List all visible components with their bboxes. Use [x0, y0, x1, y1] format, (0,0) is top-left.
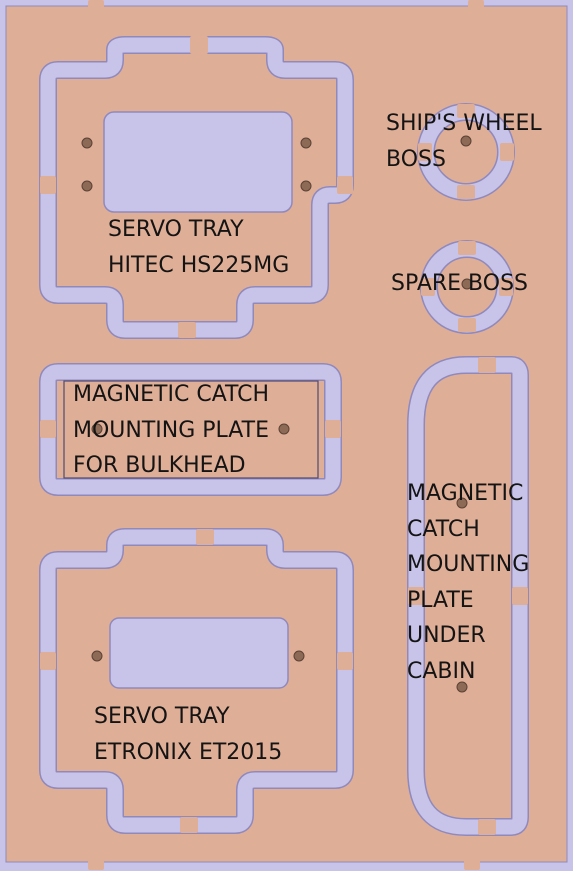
sheet-tab-top-2	[468, 0, 484, 12]
catch-plate-cabin-tab-left	[408, 587, 424, 605]
sheet-tab-top-1	[88, 0, 104, 12]
catch-plate-bulkhead-inner-line	[63, 380, 319, 479]
servo-tray-2-tab-top	[196, 529, 214, 545]
servo-tray-1-cutout	[103, 111, 293, 213]
spare-boss-tab-right	[499, 278, 513, 296]
servo-tray-2-tab-bottom	[180, 817, 198, 833]
ships-wheel-boss-line1: SHIP'S WHEEL	[386, 111, 542, 136]
catch-plate-bulkhead-hole-1	[91, 423, 103, 435]
catch-plate-cabin-outline	[408, 357, 528, 835]
catch-plate-cabin-hole-2	[456, 681, 468, 693]
ships-wheel-boss-line2: BOSS	[386, 146, 446, 172]
servo-tray-1-tab-right	[337, 176, 353, 194]
catch-plate-cabin-tab-right	[512, 587, 528, 605]
servo-tray-1-outline	[40, 37, 353, 338]
ships-wheel-boss-tab-top	[457, 104, 475, 118]
spare-boss-line1: SPARE BOSS	[391, 271, 529, 296]
catch-plate-bulkhead-label: MAGNETIC CATCH MOUNTING PLATE FOR BULKHE…	[73, 377, 269, 484]
servo-tray-1-tab-top	[190, 36, 208, 54]
servo-tray-1-line2: HITEC HS225MG	[108, 252, 290, 278]
catch-plate-cabin-line2: CATCH	[407, 516, 480, 542]
catch-plate-cabin-line6: CABIN	[407, 658, 476, 684]
catch-plate-cabin-label: MAGNETIC CATCH MOUNTING PLATE UNDER CABI…	[407, 476, 529, 689]
servo-tray-1-hole-4	[300, 180, 312, 192]
servo-tray-1-label: SERVO TRAY HITEC HS225MG	[108, 212, 289, 283]
catch-plate-cabin-line5: UNDER	[407, 623, 486, 648]
servo-tray-1-tab-left	[40, 176, 56, 194]
catch-plate-bulkhead-line3: FOR BULKHEAD	[73, 453, 246, 478]
servo-tray-2-hole-2	[293, 650, 305, 662]
sheet-tab-bottom-2	[464, 858, 480, 870]
sheet-tab-bottom-1	[88, 858, 104, 870]
spare-boss-tab-top	[458, 241, 476, 255]
catch-plate-cabin-line1: MAGNETIC	[407, 481, 524, 506]
catch-plate-bulkhead-line1: MAGNETIC CATCH	[73, 382, 270, 407]
ships-wheel-boss-tab-right	[500, 143, 514, 161]
spare-boss-tab-left	[421, 278, 435, 296]
servo-tray-2-label: SERVO TRAY ETRONIX ET2015	[94, 699, 282, 770]
catch-plate-cabin-tab-bottom	[478, 819, 496, 835]
servo-tray-2-tab-left	[40, 652, 56, 670]
cut-paths	[39, 0, 529, 870]
catch-plate-bulkhead-tab-left	[40, 420, 56, 438]
catch-plate-bulkhead-tab-right	[325, 420, 341, 438]
servo-tray-2-cutout	[109, 617, 289, 689]
ships-wheel-boss-label: SHIP'S WHEEL BOSS	[386, 106, 542, 177]
ships-wheel-boss-center-hole	[460, 135, 472, 147]
servo-tray-1-hole-1	[81, 137, 93, 149]
spare-boss-tab-bottom	[458, 318, 476, 332]
servo-tray-1-tab-bottom	[178, 322, 196, 338]
servo-tray-2-line2: ETRONIX ET2015	[94, 739, 283, 765]
catch-plate-bulkhead-outline	[40, 364, 341, 495]
spare-boss-center-hole	[461, 278, 473, 290]
ships-wheel-boss-tab-bottom	[457, 185, 475, 199]
catch-plate-cabin-tab-top	[478, 357, 496, 373]
servo-tray-1-hole-2	[81, 180, 93, 192]
catch-plate-cabin-line4: PLATE	[407, 587, 474, 613]
mounting-holes	[81, 135, 473, 693]
catch-plate-cabin-hole-1	[456, 497, 468, 509]
servo-tray-2-tab-right	[337, 652, 353, 670]
servo-tray-1-hole-3	[300, 137, 312, 149]
servo-tray-2-line1: SERVO TRAY	[94, 704, 230, 729]
catch-plate-cabin-line3: MOUNTING	[407, 552, 530, 577]
catch-plate-bulkhead-line2: MOUNTING PLATE	[73, 417, 269, 443]
ships-wheel-boss-tab-left	[418, 143, 432, 161]
servo-tray-2-outline	[40, 529, 353, 833]
servo-tray-1-line1: SERVO TRAY	[108, 217, 244, 242]
servo-tray-2-hole-1	[91, 650, 103, 662]
catch-plate-bulkhead-hole-2	[278, 423, 290, 435]
spare-boss-label: SPARE BOSS	[391, 266, 528, 302]
